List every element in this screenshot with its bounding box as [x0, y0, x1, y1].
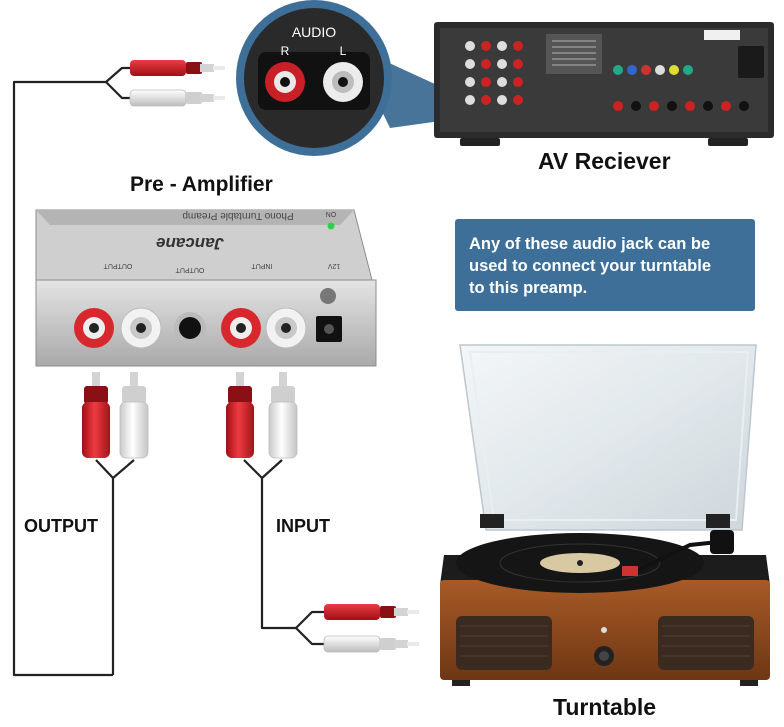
ground-screw [320, 288, 336, 304]
output-cable [95, 459, 135, 675]
receiver-jacks [465, 41, 749, 111]
preamp-led-label: ON [326, 210, 337, 217]
preamp-brand: Jancane [156, 234, 224, 253]
audio-r-label: R [281, 44, 290, 58]
output-return-cable [12, 80, 113, 677]
dust-cover [459, 344, 757, 531]
output-plugs [82, 372, 149, 459]
cables [12, 66, 326, 677]
input-plugs [226, 372, 298, 459]
av-receiver [434, 22, 774, 146]
pre-amplifier-label: Pre - Amplifier [130, 173, 273, 196]
tonearm [633, 540, 719, 574]
splitter-bottom [295, 610, 326, 646]
preamp: Jancane Phono Turntable Preamp ON OUTPUT… [35, 209, 377, 367]
preamp-port-output: OUTPUT [103, 262, 133, 269]
speaker-grille-right [658, 616, 754, 670]
preamp-port-power: 12V [327, 262, 340, 269]
output-label: OUTPUT [24, 516, 98, 536]
input-label: INPUT [276, 516, 330, 536]
turntable-label: Turntable [553, 694, 657, 720]
info-line-3: to this preamp. [469, 279, 588, 297]
audio-callout: AUDIO R L [236, 0, 448, 156]
turntable-plugs [323, 604, 419, 653]
power-led [327, 222, 335, 230]
turntable [440, 344, 770, 686]
splitter-top [105, 66, 132, 100]
preamp-model: Phono Turntable Preamp [182, 210, 294, 221]
preamp-port-input: INPUT [251, 262, 273, 269]
receiver-plugs [129, 60, 225, 107]
info-box: Any of these audio jack can be used to c… [455, 219, 755, 311]
input-cable [243, 459, 296, 630]
info-line-2: used to connect your turntable [469, 257, 712, 275]
audio-label: AUDIO [292, 24, 336, 40]
preamp-port-output-2: OUTPUT [175, 266, 205, 273]
audio-l-label: L [340, 44, 347, 58]
info-line-1: Any of these audio jack can be [469, 235, 711, 253]
av-receiver-label: AV Reciever [538, 148, 671, 174]
speaker-grille-left [456, 616, 552, 670]
